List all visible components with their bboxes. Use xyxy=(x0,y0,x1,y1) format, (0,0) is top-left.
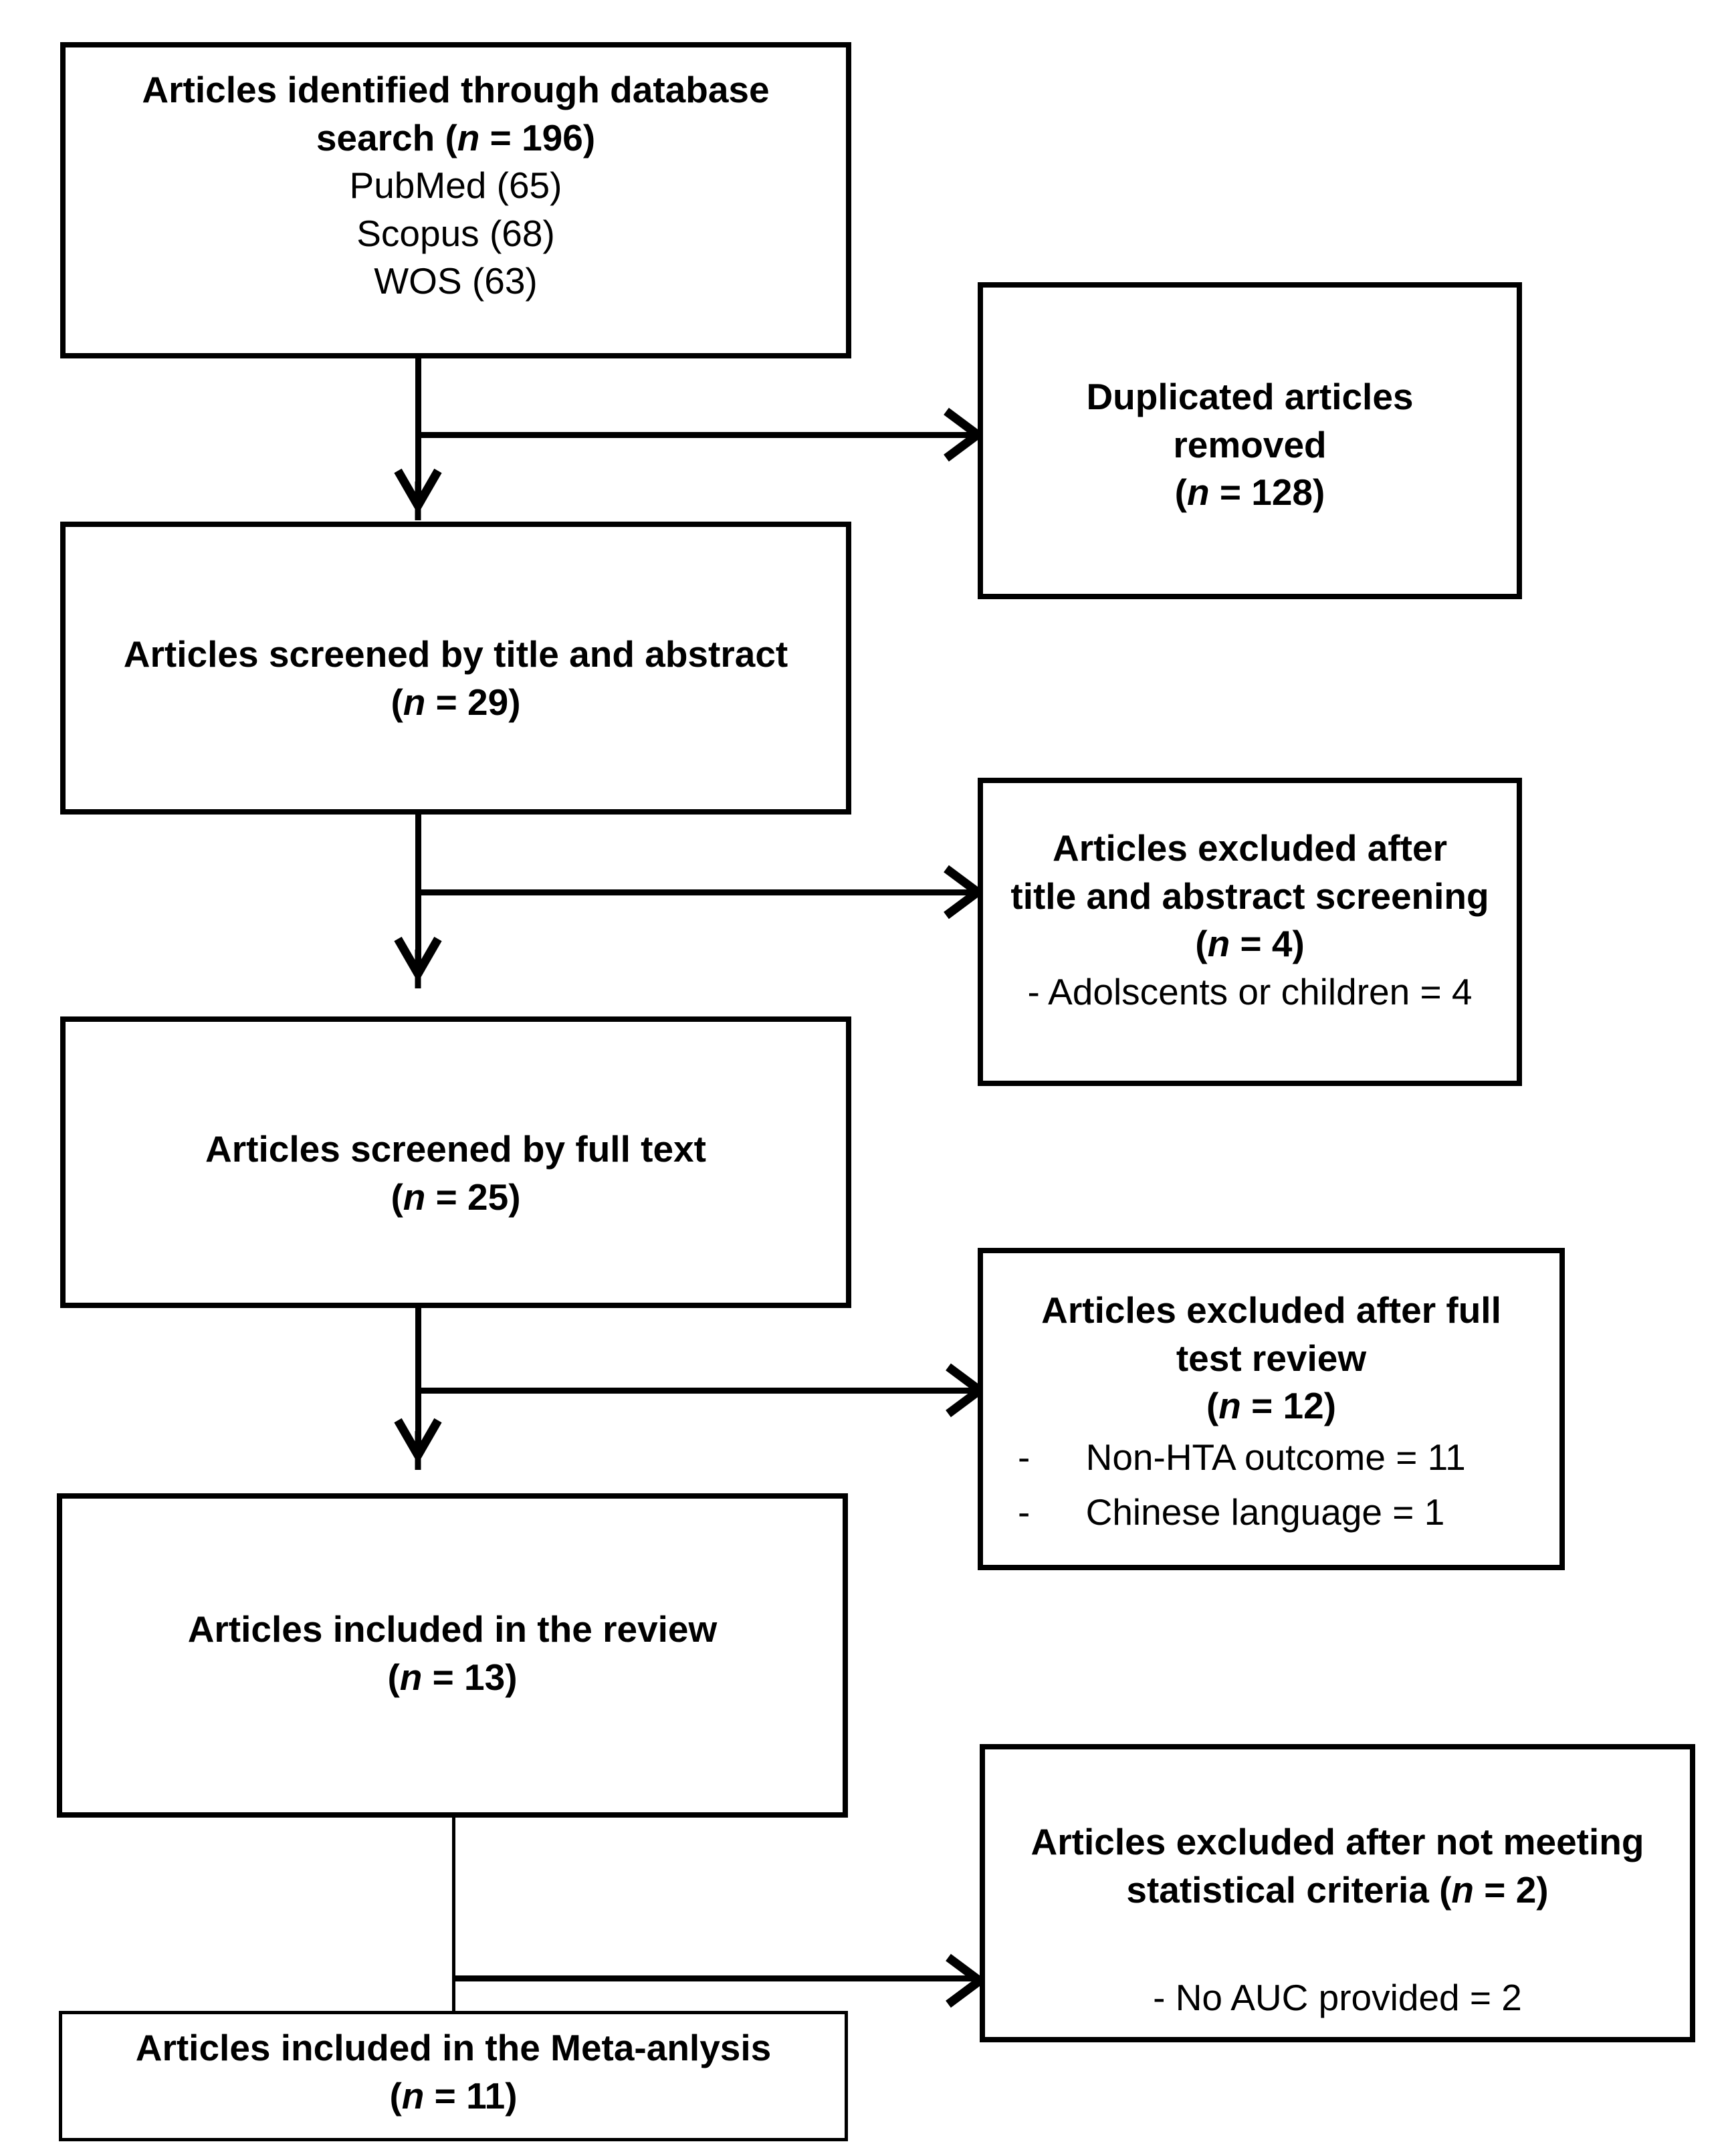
box-included-review: Articles included in the review (n = 13) xyxy=(57,1493,848,1818)
excluded-ta-reason-1: - Adolscents or children = 4 xyxy=(1027,970,1473,1012)
screened-ft-line-2: (n = 25) xyxy=(391,1176,521,1218)
excluded-ft-reason-2: Chinese language = 1 xyxy=(1085,1491,1445,1533)
screened-ta-line-2: (n = 29) xyxy=(391,681,521,723)
identified-source-wos: WOS (63) xyxy=(374,260,538,302)
identified-line-2: search (n = 196) xyxy=(316,116,596,158)
identified-source-pubmed: PubMed (65) xyxy=(349,165,562,206)
excluded-ta-line-3: (n = 4) xyxy=(1195,923,1305,964)
box-included-meta-analysis: Articles included in the Meta-anlysis (n… xyxy=(59,2011,848,2141)
connector-screening-to-excluded-ta-horizontal xyxy=(415,889,975,895)
included-meta-line-2: (n = 11) xyxy=(389,2074,518,2117)
box-excluded-title-abstract: Articles excluded after title and abstra… xyxy=(978,778,1522,1086)
excluded-ta-line-1: Articles excluded after xyxy=(1053,827,1447,869)
excluded-ft-reason-1: Non-HTA outcome = 11 xyxy=(1085,1436,1466,1478)
connector-identified-to-screening-trunk xyxy=(415,358,421,494)
arrowhead-down-to-screening xyxy=(394,468,442,520)
included-meta-line-1: Articles included in the Meta-anlysis xyxy=(135,2027,772,2068)
box-excluded-full-text: Articles excluded after full test review… xyxy=(978,1248,1565,1570)
box-duplicated-removed: Duplicated articles removed (n = 128) xyxy=(978,282,1522,599)
connector-included-to-excluded-stat-horizontal xyxy=(452,1975,977,1981)
excluded-stat-line-2: statistical criteria (n = 2) xyxy=(1126,1868,1549,1911)
duplicates-line-2: removed xyxy=(1173,423,1327,465)
arrowhead-down-to-included xyxy=(394,1418,442,1470)
duplicates-line-3: (n = 128) xyxy=(1174,471,1325,513)
connector-included-to-meta-trunk xyxy=(452,1818,455,2013)
duplicates-line-1: Duplicated articles xyxy=(1086,376,1414,417)
connector-fulltext-to-included-trunk xyxy=(415,1308,421,1442)
screened-ft-line-1: Articles screened by full text xyxy=(205,1128,706,1170)
excluded-ft-line-1: Articles excluded after full xyxy=(1041,1289,1501,1331)
included-review-line-1: Articles included in the review xyxy=(187,1608,718,1650)
excluded-ta-line-2: title and abstract screening xyxy=(1010,875,1489,917)
identified-source-scopus: Scopus (68) xyxy=(356,212,555,254)
box-screened-full-text: Articles screened by full text (n = 25) xyxy=(60,1016,851,1308)
excluded-stat-reason-1: - No AUC provided = 2 xyxy=(1153,1977,1522,2018)
excluded-ft-reason-row-1: - Non-HTA outcome = 11 xyxy=(983,1434,1559,1482)
included-review-line-2: (n = 13) xyxy=(387,1656,518,1698)
excluded-ft-dash-1: - xyxy=(1018,1436,1031,1478)
box-screened-title-abstract: Articles screened by title and abstract … xyxy=(60,522,851,815)
arrowhead-down-to-fulltext xyxy=(394,936,442,988)
excluded-ft-line-2: test review xyxy=(1176,1337,1367,1379)
connector-screening-to-fulltext-trunk xyxy=(415,815,421,963)
connector-identified-to-duplicates-horizontal xyxy=(415,432,975,438)
excluded-ft-dash-2: - xyxy=(1018,1491,1031,1533)
excluded-stat-line-1: Articles excluded after not meeting xyxy=(1031,1821,1644,1862)
excluded-ft-line-3: (n = 12) xyxy=(1206,1385,1337,1426)
connector-fulltext-to-excluded-ft-horizontal xyxy=(415,1388,977,1394)
screened-ta-line-1: Articles screened by title and abstract xyxy=(123,633,788,675)
box-excluded-statistical: Articles excluded after not meeting stat… xyxy=(980,1744,1695,2042)
identified-line-1: Articles identified through database xyxy=(142,69,770,110)
excluded-ft-reason-row-2: - Chinese language = 1 xyxy=(983,1489,1559,1537)
box-articles-identified: Articles identified through database sea… xyxy=(60,42,851,358)
